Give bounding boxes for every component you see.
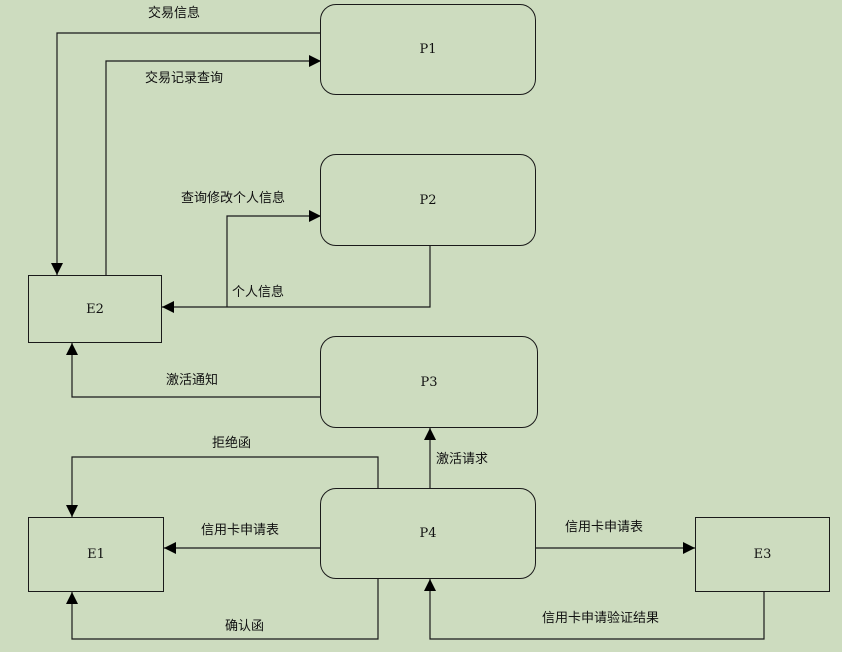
flow-label-e2-to-p2: 查询修改个人信息: [181, 191, 286, 206]
entity-e1: E1: [28, 517, 164, 592]
entity-e2: E2: [28, 275, 162, 343]
flow-line-p2-to-e2: [162, 246, 431, 313]
process-p2-label: P2: [419, 192, 437, 208]
flow-label-e2-to-p1: 交易记录查询: [145, 71, 224, 86]
flow-line-p4-to-e1-confirm: [66, 579, 379, 640]
process-p1-label: P1: [419, 42, 437, 57]
flow-line-e2-to-p2: [226, 210, 321, 307]
flow-line-e2-to-p1: [105, 55, 321, 275]
flow-label-p3-to-e2: 激活通知: [166, 373, 219, 388]
flow-label-p4-to-e1-confirm: 确认函: [225, 619, 265, 634]
flow-line-p1-to-e2: [51, 32, 321, 275]
entity-e3: E3: [695, 517, 830, 592]
flow-label-p1-to-e2: 交易信息: [148, 6, 201, 21]
process-p1: P1: [320, 4, 536, 95]
flow-line-p3-to-e2: [66, 343, 321, 398]
flow-label-e3-to-p4: 信用卡申请验证结果: [542, 611, 660, 626]
process-p4-label: P4: [419, 526, 437, 541]
entity-e3-label: E3: [753, 547, 772, 562]
flow-label-p2-to-e2: 个人信息: [232, 285, 285, 300]
flow-line-p4-to-e1-reject: [66, 456, 379, 517]
process-p4: P4: [320, 488, 536, 579]
flow-label-p4-to-e3: 信用卡申请表: [565, 520, 644, 535]
entity-e2-label: E2: [86, 301, 104, 317]
process-p2: P2: [320, 154, 536, 246]
process-p3: P3: [320, 336, 538, 428]
process-p3-label: P3: [420, 374, 438, 390]
flow-label-p4-to-e1-reject: 拒绝函: [212, 436, 252, 451]
flow-label-p4-to-e1-form: 信用卡申请表: [201, 523, 280, 538]
flow-label-p4-to-p3: 激活请求: [436, 452, 489, 467]
flow-line-e3-to-p4: [424, 579, 765, 640]
entity-e1-label: E1: [87, 547, 105, 562]
